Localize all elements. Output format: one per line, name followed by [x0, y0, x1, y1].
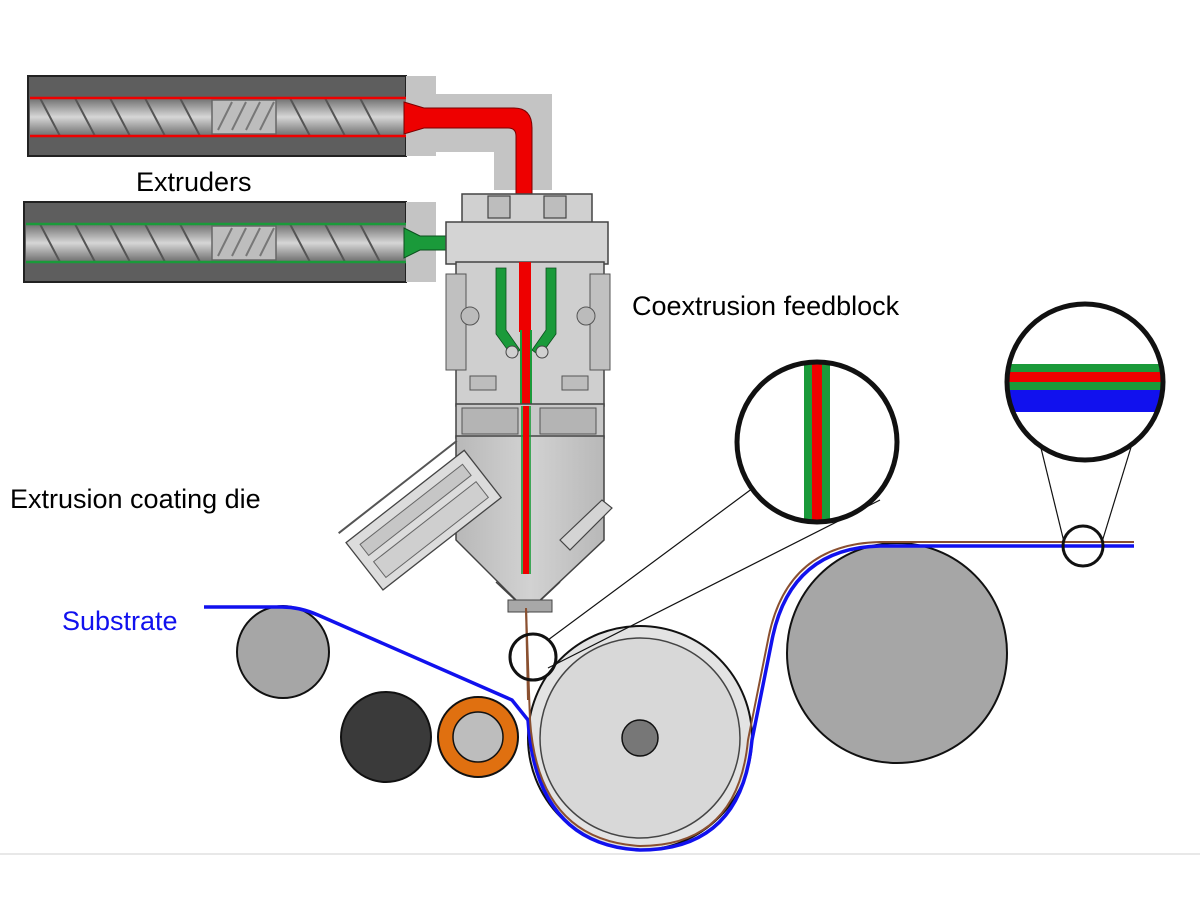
bottom-divider	[0, 853, 1200, 855]
screw-flights-top	[39, 97, 381, 137]
rollers	[236, 542, 1008, 851]
zoom-source-circle	[508, 632, 558, 682]
backing-roller-dark	[340, 691, 432, 783]
zoom-callout-melt-curtain	[508, 359, 900, 682]
screw-flights-bottom	[39, 223, 381, 263]
extruder-top	[27, 75, 552, 271]
label-extruders: Extruders	[136, 167, 252, 197]
wind-roller	[786, 542, 1008, 764]
label-coextrusion-feedblock: Coextrusion feedblock	[632, 291, 900, 321]
coextrusion-feedblock	[445, 193, 611, 407]
label-substrate: Substrate	[62, 606, 178, 636]
web-path	[204, 541, 1134, 852]
label-extrusion-coating-die: Extrusion coating die	[10, 484, 261, 514]
die-adjustment-assembly	[338, 440, 503, 591]
zoom-source-circle-2	[1061, 524, 1105, 568]
extrusion-coating-die	[338, 403, 613, 614]
zoom-callout-coated-web	[1004, 301, 1166, 568]
extruder-bottom	[23, 201, 457, 283]
substrate-path	[204, 544, 1134, 852]
coating-film-path	[525, 541, 1134, 848]
unwind-roller	[236, 605, 330, 699]
